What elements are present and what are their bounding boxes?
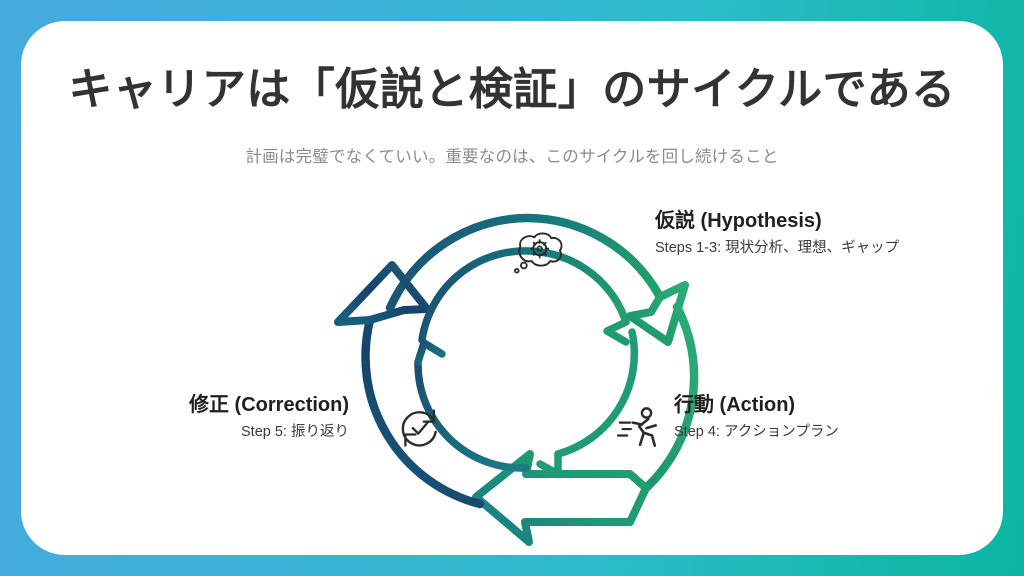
running-person-icon — [616, 407, 658, 447]
content-card: キャリアは「仮説と検証」のサイクルである 計画は完璧でなくていい。重要なのは、こ… — [21, 21, 1003, 555]
cycle-arrow-action — [472, 302, 699, 546]
stage-label-action: 行動 (Action) Step 4: アクションプラン — [674, 393, 839, 442]
stage-title-hypothesis: 仮説 (Hypothesis) — [655, 210, 822, 232]
stage-desc-hypothesis: Steps 1-3: 現状分析、理想、ギャップ — [655, 240, 900, 256]
cycle-inner-ring — [414, 247, 639, 478]
cycle-diagram — [330, 192, 750, 552]
page-subtitle: 計画は完璧でなくていい。重要なのは、このサイクルを回し続けること — [245, 148, 779, 166]
stage-title-action: 行動 (Action) — [674, 394, 796, 416]
stage-title-correction: 修正 (Correction) — [189, 394, 349, 416]
page-title: キャリアは「仮説と検証」のサイクルである — [68, 65, 956, 114]
refresh-check-icon — [401, 409, 437, 447]
thought-bubble-gear-icon — [514, 232, 563, 274]
cycle-arrow-correction — [334, 261, 485, 509]
stage-label-correction: 修正 (Correction) Step 5: 振り返り — [75, 393, 349, 442]
stage-desc-action: Step 4: アクションプラン — [674, 424, 839, 440]
stage-label-hypothesis: 仮説 (Hypothesis) Steps 1-3: 現状分析、理想、ギャップ — [655, 209, 899, 258]
cycle-arrow-hypothesis — [385, 213, 689, 346]
stage-desc-correction: Step 5: 振り返り — [241, 424, 349, 440]
